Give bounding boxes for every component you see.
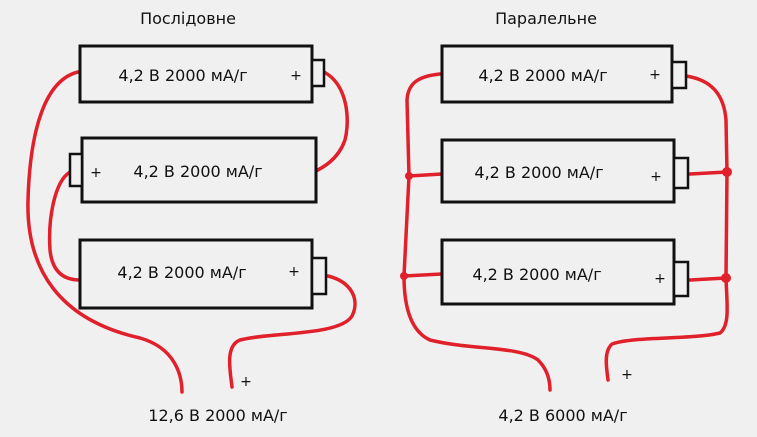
series-diagram: Послідовне 4,2 В 2000 мА/г + + 4,2 В 200… bbox=[26, 9, 357, 425]
series-title: Послідовне bbox=[140, 9, 236, 28]
parallel-cell-2-plus: + bbox=[650, 169, 662, 185]
parallel-cell-2: 4,2 В 2000 мА/г + bbox=[440, 138, 690, 204]
parallel-diagram: Паралельне 4,2 В 2000 мА/г + 4,2 В 2000 … bbox=[400, 9, 732, 425]
series-wire-cell2-to-cell3 bbox=[47, 170, 82, 282]
parallel-cell-1: 4,2 В 2000 мА/г + bbox=[440, 44, 688, 104]
parallel-wire-positive-2 bbox=[688, 170, 729, 176]
series-cell-1: 4,2 В 2000 мА/г + bbox=[78, 44, 326, 104]
parallel-wire-negative-3 bbox=[402, 272, 444, 278]
series-wire-output-negative bbox=[26, 70, 184, 394]
series-cell-3-label: 4,2 В 2000 мА/г bbox=[117, 263, 246, 282]
parallel-wire-negative-bus bbox=[402, 72, 552, 392]
series-cell-2-plus: + bbox=[90, 165, 102, 181]
parallel-cell-3-body bbox=[440, 238, 676, 306]
series-total: 12,6 В 2000 мА/г bbox=[148, 406, 287, 425]
parallel-junction-negative-3 bbox=[400, 272, 408, 280]
parallel-output-plus: + bbox=[621, 367, 633, 383]
series-wire-cell1-to-cell2 bbox=[312, 70, 349, 174]
series-output-plus: + bbox=[240, 374, 252, 390]
series-cell-1-terminal bbox=[310, 58, 326, 88]
series-cell-2-terminal bbox=[68, 152, 84, 188]
series-cell-3-body bbox=[78, 238, 314, 310]
series-cell-3: 4,2 В 2000 мА/г + bbox=[78, 238, 328, 310]
parallel-cell-1-body bbox=[440, 44, 674, 104]
series-cell-1-body bbox=[78, 44, 314, 104]
series-cell-2: + 4,2 В 2000 мА/г bbox=[68, 136, 318, 204]
parallel-junction-negative-2 bbox=[405, 172, 413, 180]
series-cell-3-plus: + bbox=[288, 264, 300, 280]
parallel-wire-negative-2 bbox=[407, 172, 444, 178]
series-cell-1-label: 4,2 В 2000 мА/г bbox=[118, 66, 247, 85]
parallel-cell-1-terminal bbox=[670, 60, 688, 90]
series-cell-1-plus: + bbox=[290, 68, 302, 84]
parallel-junction-positive-2 bbox=[722, 167, 732, 177]
parallel-cell-1-plus: + bbox=[649, 67, 661, 83]
parallel-total: 4,2 В 6000 мА/г bbox=[498, 406, 627, 425]
parallel-cell-2-body bbox=[440, 138, 676, 204]
parallel-wire-positive-bus bbox=[604, 74, 729, 382]
series-cell-3-terminal bbox=[310, 256, 328, 296]
parallel-cell-2-label: 4,2 В 2000 мА/г bbox=[474, 163, 603, 182]
series-wire-output-positive bbox=[227, 274, 357, 389]
series-cell-2-body bbox=[80, 136, 318, 204]
parallel-wire-positive-3 bbox=[688, 276, 728, 282]
parallel-title: Паралельне bbox=[495, 9, 597, 28]
parallel-cell-2-terminal bbox=[672, 156, 690, 190]
parallel-junction-positive-3 bbox=[721, 273, 731, 283]
parallel-cell-3: 4,2 В 2000 мА/г + bbox=[440, 238, 690, 306]
series-cell-2-label: 4,2 В 2000 мА/г bbox=[133, 162, 262, 181]
parallel-cell-3-plus: + bbox=[654, 271, 666, 287]
parallel-cell-1-label: 4,2 В 2000 мА/г bbox=[478, 66, 607, 85]
parallel-cell-3-terminal bbox=[672, 260, 690, 298]
parallel-cell-3-label: 4,2 В 2000 мА/г bbox=[472, 265, 601, 284]
